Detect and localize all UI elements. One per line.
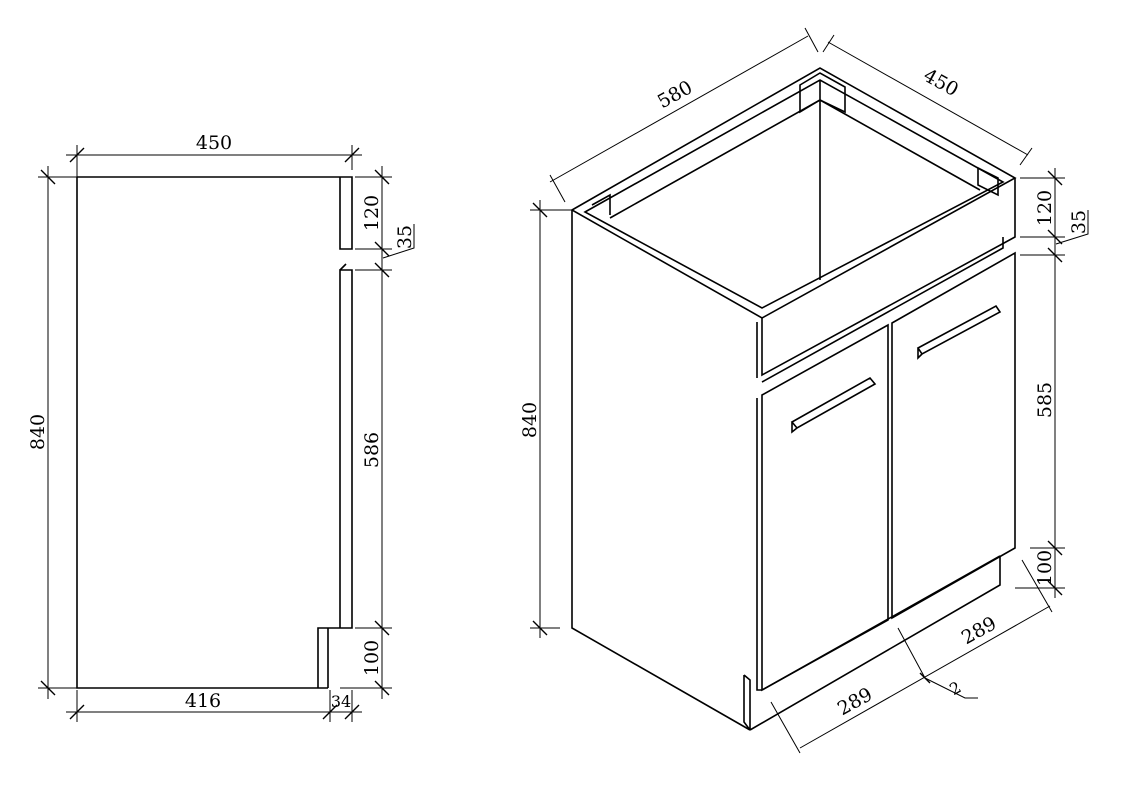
- iso-height-label: 840: [519, 402, 541, 438]
- side-width-label: 450: [196, 132, 232, 154]
- side-plinth-label: 100: [361, 640, 383, 676]
- side-rail-label: 120: [361, 195, 383, 231]
- iso-door-label: 585: [1034, 382, 1056, 418]
- iso-depth-label: 450: [920, 64, 962, 101]
- iso-width-label: 580: [654, 76, 696, 113]
- side-view: 450 840 120 35 586 100 416 34: [27, 132, 416, 722]
- iso-plinth-label: 100: [1034, 550, 1056, 586]
- side-plinth-offset-label: 34: [331, 692, 351, 711]
- iso-door-right-label: 289: [958, 612, 1000, 649]
- iso-view: 580 450 840 120 35 585 100 289 289 2: [519, 27, 1090, 754]
- side-height-label: 840: [27, 414, 49, 450]
- side-depth-label: 416: [185, 690, 221, 712]
- side-gap-label: 35: [394, 225, 416, 249]
- side-door-label: 586: [361, 432, 383, 468]
- iso-rail-label: 120: [1034, 190, 1056, 226]
- iso-gap-label: 35: [1068, 210, 1090, 234]
- iso-door-gap-label: 2: [946, 677, 964, 699]
- iso-door-left-label: 289: [834, 683, 876, 720]
